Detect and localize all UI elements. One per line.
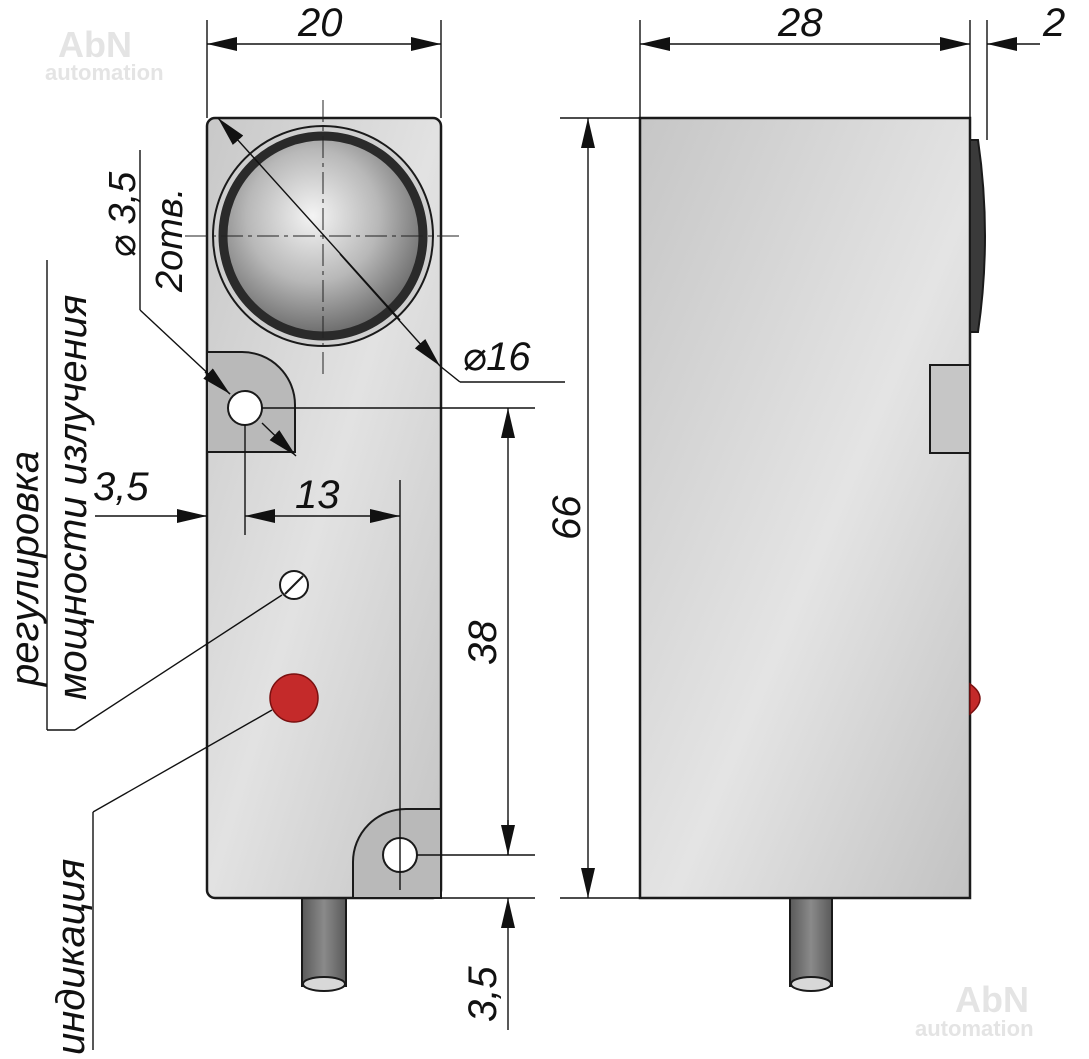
front-view [185,100,462,992]
callout-adjust-line2: мощности излучения [51,295,95,700]
lens-diameter-label: ⌀16 [462,335,531,379]
callout-indication: индикация [49,859,93,1055]
width-dimension-label: 20 [297,1,343,45]
hole-spacing-label: 13 [295,473,340,517]
protrusion-dimension-label: 2 [1042,1,1065,45]
side-view [638,116,986,992]
watermark-brand-bottom: AbN [955,979,1029,1020]
front-cable [301,897,347,992]
edge-offset-label: 3,5 [93,465,149,509]
callout-adjust-line1: регулировка [3,451,47,687]
adjust-screw [279,570,309,600]
bottom-offset-label: 3,5 [461,966,505,1022]
mounting-hole-top [227,390,263,426]
led-indicator [269,673,319,723]
height-dimension-label: 66 [545,495,589,540]
side-led [969,682,981,716]
watermark-sub-bottom: automation [915,1016,1034,1041]
watermark-sub-top: automation [45,60,164,85]
side-lens-protrusion [969,139,986,333]
hole-diameter-label: ⌀ 3,5 [102,171,144,258]
side-mounting-tab [929,364,971,454]
side-body [638,116,972,900]
side-cable [789,897,833,992]
dimension-lines [46,20,1040,1050]
vertical-spacing-label: 38 [461,620,505,665]
depth-dimension-label: 28 [777,1,823,45]
hole-count-label: 2отв. [149,188,191,293]
watermark-brand-top: AbN [58,24,132,65]
